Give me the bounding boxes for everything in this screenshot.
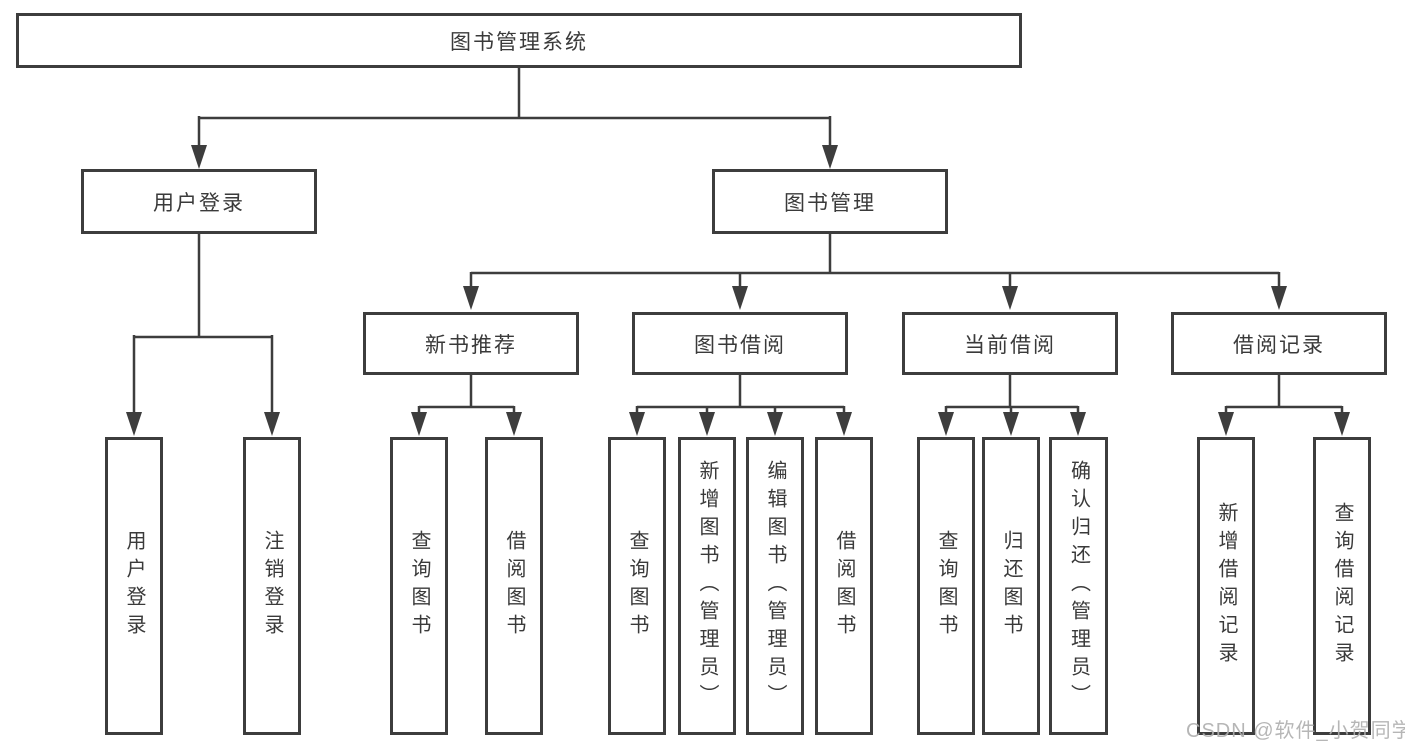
- arrow-down-icon: [1002, 286, 1018, 310]
- node-book-borrowing: 图书借阅: [632, 312, 848, 375]
- leaf-add-borrow-record-label: 新增借阅记录: [1215, 502, 1237, 670]
- arrow-down-icon: [1334, 412, 1350, 436]
- node-book-management-label: 图书管理: [784, 191, 876, 215]
- arrow-down-icon: [629, 412, 645, 436]
- node-root-label: 图书管理系统: [450, 30, 588, 54]
- leaf-add-books-admin-label: 新增图书（管理员）: [696, 460, 718, 712]
- leaf-user-login: 用户登录: [105, 437, 163, 735]
- leaf-query-books-1: 查询图书: [390, 437, 448, 735]
- leaf-return-books-label: 归还图书: [1000, 530, 1022, 642]
- leaf-logout-label: 注销登录: [261, 530, 283, 642]
- node-root: 图书管理系统: [16, 13, 1022, 68]
- arrow-down-icon: [264, 412, 280, 436]
- leaf-return-books: 归还图书: [982, 437, 1040, 735]
- arrow-down-icon: [938, 412, 954, 436]
- arrowheads: [126, 145, 1350, 436]
- node-current-borrowing: 当前借阅: [902, 312, 1118, 375]
- node-new-book-recommend-label: 新书推荐: [425, 333, 517, 357]
- leaf-query-borrow-record: 查询借阅记录: [1313, 437, 1371, 735]
- leaf-query-books-1-label: 查询图书: [408, 530, 430, 642]
- arrow-down-icon: [767, 412, 783, 436]
- node-new-book-recommend: 新书推荐: [363, 312, 579, 375]
- leaf-edit-books-admin-label: 编辑图书（管理员）: [764, 460, 786, 712]
- node-borrowing-records: 借阅记录: [1171, 312, 1387, 375]
- leaf-logout: 注销登录: [243, 437, 301, 735]
- arrow-down-icon: [1003, 412, 1019, 436]
- leaf-query-borrow-record-label: 查询借阅记录: [1331, 502, 1353, 670]
- arrow-down-icon: [836, 412, 852, 436]
- leaf-add-borrow-record: 新增借阅记录: [1197, 437, 1255, 735]
- arrow-down-icon: [126, 412, 142, 436]
- leaf-user-login-label: 用户登录: [123, 530, 145, 642]
- leaf-borrow-books-1-label: 借阅图书: [503, 530, 525, 642]
- leaf-borrow-books-1: 借阅图书: [485, 437, 543, 735]
- arrow-down-icon: [822, 145, 838, 169]
- arrow-down-icon: [506, 412, 522, 436]
- arrow-down-icon: [1218, 412, 1234, 436]
- node-book-borrowing-label: 图书借阅: [694, 333, 786, 357]
- leaf-confirm-return-admin: 确认归还（管理员）: [1049, 437, 1108, 735]
- leaf-query-books-3-label: 查询图书: [935, 530, 957, 642]
- node-borrowing-records-label: 借阅记录: [1233, 333, 1325, 357]
- arrow-down-icon: [191, 145, 207, 169]
- leaf-query-books-3: 查询图书: [917, 437, 975, 735]
- node-user-login: 用户登录: [81, 169, 317, 234]
- arrow-down-icon: [732, 286, 748, 310]
- connector-path: [132, 68, 1344, 414]
- node-book-management: 图书管理: [712, 169, 948, 234]
- node-user-login-label: 用户登录: [153, 191, 245, 215]
- arrow-down-icon: [411, 412, 427, 436]
- leaf-query-books-2-label: 查询图书: [626, 530, 648, 642]
- leaf-confirm-return-admin-label: 确认归还（管理员）: [1067, 460, 1090, 712]
- leaf-edit-books-admin: 编辑图书（管理员）: [746, 437, 804, 735]
- leaf-borrow-books-2: 借阅图书: [815, 437, 873, 735]
- arrow-down-icon: [1271, 286, 1287, 310]
- leaf-query-books-2: 查询图书: [608, 437, 666, 735]
- arrow-down-icon: [1070, 412, 1086, 436]
- leaf-add-books-admin: 新增图书（管理员）: [678, 437, 736, 735]
- leaf-borrow-books-2-label: 借阅图书: [833, 530, 855, 642]
- node-current-borrowing-label: 当前借阅: [964, 333, 1056, 357]
- arrow-down-icon: [463, 286, 479, 310]
- arrow-down-icon: [699, 412, 715, 436]
- csdn-watermark: CSDN @软件_小贺同学: [1186, 720, 1405, 742]
